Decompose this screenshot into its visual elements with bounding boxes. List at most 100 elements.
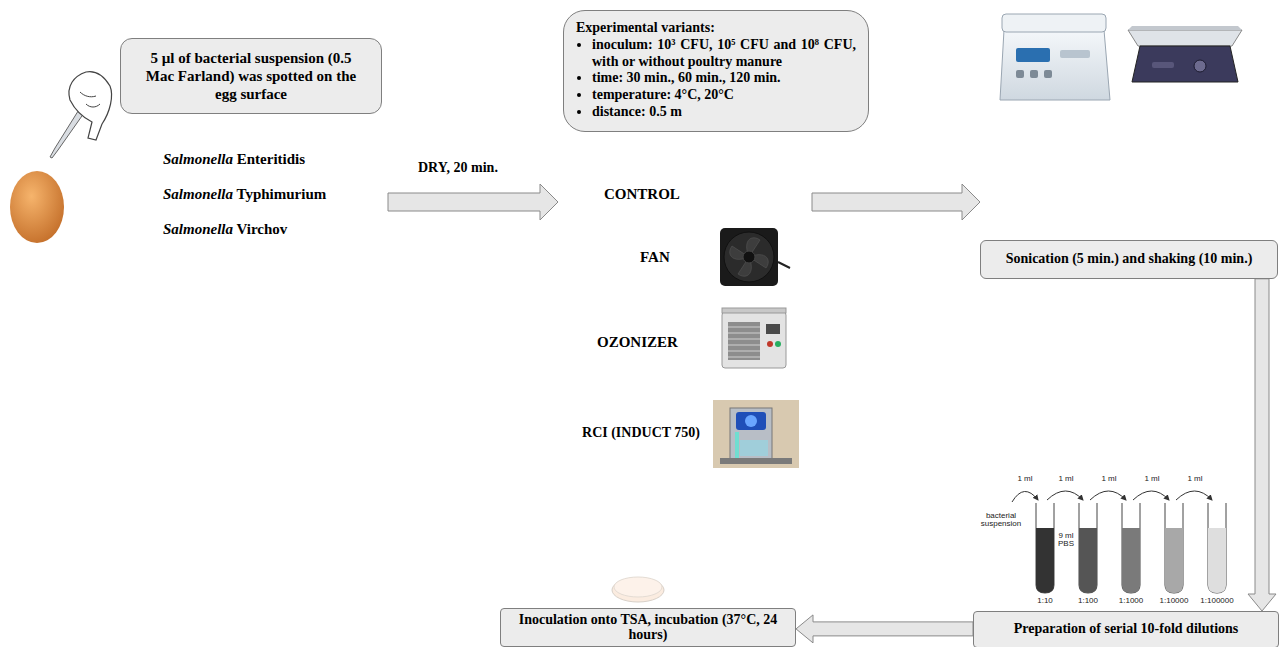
ratio-label: 1:100000 <box>1197 597 1237 605</box>
flow-arrow <box>388 184 558 220</box>
rci-device-photo <box>740 440 768 456</box>
dilution-tubes <box>1122 528 1140 593</box>
dilution-tubes <box>1090 491 1126 500</box>
shaker-icon <box>1152 62 1174 68</box>
dilution-tubes <box>1133 491 1169 500</box>
pipette-figure <box>86 104 100 107</box>
ratio-label: 1:10000 <box>1156 597 1192 605</box>
strain-name: Salmonella Typhimurium <box>163 186 326 203</box>
ozonizer-icon <box>728 333 760 334</box>
flow-arrow <box>812 184 980 220</box>
rci-device-photo <box>735 432 739 458</box>
shaker-icon <box>1128 26 1242 30</box>
diluent-label: 9 ml PBS <box>1054 532 1078 549</box>
sonicator-icon <box>1060 50 1090 58</box>
dilution-tubes <box>1012 491 1038 502</box>
fan-icon <box>720 228 778 286</box>
box-heading: Experimental variants: <box>576 20 856 37</box>
fan-icon <box>730 238 769 277</box>
ratio-label: 1:100 <box>1070 597 1106 605</box>
sonicator-icon <box>1002 14 1106 32</box>
variants-box: Experimental variants:inoculum: 10³ CFU,… <box>563 10 869 132</box>
rci-device-photo <box>730 408 772 460</box>
flow-arrow <box>1248 279 1276 611</box>
ozonizer-icon <box>722 308 786 368</box>
dilution-tubes <box>1079 528 1097 593</box>
box-text: Sonication (5 min.) and shaking (10 min.… <box>987 251 1271 268</box>
ozonizer-icon <box>766 324 780 334</box>
shaker-icon <box>1132 46 1238 82</box>
dilution-tubes <box>1036 528 1054 593</box>
volume-label: 1 ml <box>1013 475 1037 483</box>
dilution-tubes <box>1176 491 1212 500</box>
ozonizer-icon <box>728 345 760 346</box>
volume-label: 1 ml <box>1140 475 1164 483</box>
ratio-label: 1:10 <box>1027 597 1063 605</box>
volume-label: 1 ml <box>1054 475 1078 483</box>
sonicator-icon <box>1044 70 1052 78</box>
sonicator-icon <box>1000 14 1110 100</box>
box-text: Inoculation onto TSA, incubation (37°C, … <box>507 612 789 643</box>
variant-list: inoculum: 10³ CFU, 10⁵ CFU and 10⁸ CFU, … <box>576 37 856 121</box>
dilution-tubes <box>1012 491 1226 593</box>
ozonizer-icon <box>728 322 760 360</box>
sonicator-icon <box>1016 70 1024 78</box>
fan-icon <box>720 228 790 286</box>
variant-item: temperature: 4°C, 20°C <box>592 87 856 104</box>
dilution-tubes <box>1079 503 1097 593</box>
variant-label: CONTROL <box>604 186 680 203</box>
ozonizer-icon <box>728 357 760 358</box>
variant-item: distance: 0.5 m <box>592 104 856 121</box>
step-label: DRY, 20 min. <box>418 160 498 176</box>
fan-icon <box>724 232 774 282</box>
pipette-figure <box>69 72 112 140</box>
variant-label: FAN <box>640 249 670 266</box>
strain-name: Salmonella Enteritidis <box>163 151 305 168</box>
step-box: 5 µl of bacterial suspension (0.5 Mac Fa… <box>120 38 382 114</box>
fan-icon <box>778 262 790 268</box>
sonicator-icon <box>1030 70 1038 78</box>
ozonizer-icon <box>722 312 786 368</box>
volume-label: 1 ml <box>1183 475 1207 483</box>
ozonizer-icon <box>728 339 760 340</box>
dilution-tubes <box>1122 503 1140 593</box>
fan-icon <box>743 251 755 263</box>
variant-item: inoculum: 10³ CFU, 10⁵ CFU and 10⁸ CFU, … <box>592 37 856 71</box>
sonicator-icon <box>1000 30 1110 100</box>
step-box: Inoculation onto TSA, incubation (37°C, … <box>500 608 796 647</box>
pipette-figure <box>80 92 96 97</box>
rci-device-photo <box>720 458 792 464</box>
egg-figure <box>10 171 64 243</box>
ratio-label: 1:1000 <box>1113 597 1149 605</box>
ozonizer-icon <box>728 351 760 352</box>
dilution-tubes <box>1047 491 1083 500</box>
ozonizer-icon <box>775 341 781 347</box>
pipette-figure <box>50 72 112 158</box>
ozonizer-icon <box>767 341 773 347</box>
box-text: 5 µl of bacterial suspension (0.5 Mac Fa… <box>135 49 367 103</box>
rci-device-photo <box>713 400 799 468</box>
sonicator-icon <box>1016 48 1050 62</box>
shaker-icon <box>1128 30 1242 46</box>
ozonizer-icon <box>728 327 760 357</box>
box-text: Preparation of serial 10-fold dilutions <box>980 621 1272 638</box>
dilution-tubes <box>1208 528 1226 593</box>
flow-arrow <box>796 615 973 643</box>
volume-label: 1 ml <box>1097 475 1121 483</box>
dilution-tubes <box>1165 528 1183 593</box>
ozonizer-icon <box>728 327 760 328</box>
dilution-tubes <box>1036 503 1054 593</box>
petri-dish <box>612 578 664 602</box>
rci-device-photo <box>745 415 757 427</box>
variant-label: OZONIZER <box>597 334 678 351</box>
step-box: Sonication (5 min.) and shaking (10 min.… <box>980 240 1278 279</box>
strain-name: Salmonella Virchov <box>163 221 287 238</box>
step-box: Preparation of serial 10-fold dilutions <box>973 611 1279 647</box>
petri-dish <box>612 577 664 602</box>
rci-device-photo <box>736 412 766 430</box>
dilution-tubes <box>1012 491 1212 502</box>
variant-item: time: 30 min., 60 min., 120 min. <box>592 70 856 87</box>
shaker-icon <box>1194 60 1206 72</box>
dilution-tubes <box>1208 503 1226 593</box>
